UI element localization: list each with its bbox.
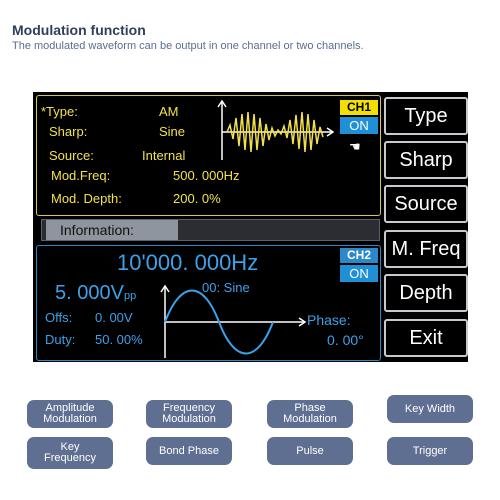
ch2-frequency: 10'000. 000Hz <box>117 250 259 275</box>
softkey-source[interactable]: Source <box>384 185 468 223</box>
device-screen: *Type: AM Sharp: Sine Source: Internal M… <box>33 92 468 362</box>
feature-trigger[interactable]: Trigger <box>387 437 473 465</box>
feature-key-width[interactable]: Key Width <box>387 395 473 423</box>
ch2-tag: CH2 <box>340 248 378 263</box>
softkey-exit[interactable]: Exit <box>384 319 468 357</box>
source-label: Source: <box>49 148 94 163</box>
duty-label: Duty: <box>45 332 76 347</box>
information-label: Information: <box>46 220 178 240</box>
sharp-label: Sharp: <box>49 124 88 139</box>
modfreq-value: 500. 000Hz <box>173 168 240 183</box>
offs-label: Offs: <box>45 310 73 325</box>
softkey-mfreq[interactable]: M. Freq <box>384 230 468 268</box>
ch2-on-status[interactable]: ON <box>340 265 378 282</box>
feature-bond-phase[interactable]: Bond Phase <box>146 437 232 465</box>
sharp-value: Sine <box>159 124 186 139</box>
information-bar: Information: <box>41 219 380 241</box>
softkey-depth[interactable]: Depth <box>384 274 468 312</box>
page-subtitle: The modulated waveform can be output in … <box>12 40 364 52</box>
am-waveform-graphic <box>217 100 335 160</box>
ch1-tag: CH1 <box>340 100 378 115</box>
source-value: Internal <box>142 148 186 163</box>
amplitude-unit: pp <box>123 290 137 302</box>
ch2-amplitude: 5. 000Vpp <box>55 282 136 305</box>
page-title: Modulation function <box>12 22 146 38</box>
modfreq-label: Mod.Freq: <box>51 168 111 183</box>
ch2-panel: 10'000. 000Hz 5. 000Vpp 00: Sine Offs: 0… <box>36 245 381 361</box>
waveform-label: 00: Sine <box>202 280 250 295</box>
phase-label: Phase: <box>307 312 351 328</box>
offs-value: 0. 00V <box>95 310 133 325</box>
amplitude-value: 5. 000V <box>55 282 124 304</box>
type-value: AM <box>159 104 179 119</box>
phase-value: 0. 00° <box>327 332 364 348</box>
moddepth-value: 200. 0% <box>173 191 221 206</box>
type-label: *Type: <box>41 104 78 119</box>
ch1-panel: *Type: AM Sharp: Sine Source: Internal M… <box>36 95 381 216</box>
duty-value: 50. 00% <box>95 332 143 347</box>
sine-waveform-graphic <box>160 284 307 358</box>
feature-pulse[interactable]: Pulse <box>267 437 353 465</box>
ch1-on-status[interactable]: ON <box>340 117 378 134</box>
hand-icon: ☚ <box>349 139 361 154</box>
moddepth-label: Mod. Depth: <box>51 191 122 206</box>
softkey-type[interactable]: Type <box>384 97 468 135</box>
softkey-sharp[interactable]: Sharp <box>384 141 468 179</box>
